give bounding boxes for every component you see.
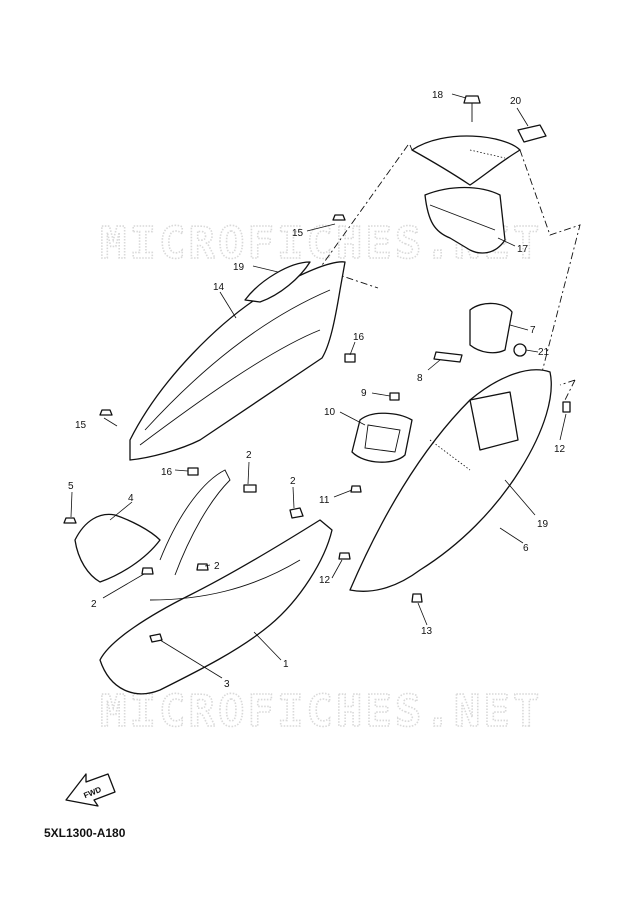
callout-20: 20 <box>510 96 522 107</box>
callout-2-a: 2 <box>246 450 252 461</box>
callout-17: 17 <box>517 244 529 255</box>
callout-5: 5 <box>68 481 74 492</box>
fwd-arrow-icon: FWD <box>65 773 116 807</box>
callout-2-d: 2 <box>91 599 97 610</box>
callout-1: 1 <box>283 659 289 670</box>
part-6-right-side-cover <box>349 369 552 592</box>
diagram-code: 5XL1300-A180 <box>44 826 126 840</box>
callout-12-right: 12 <box>554 444 566 455</box>
part-19-decal-left <box>244 261 311 303</box>
callout-19-left: 19 <box>233 262 245 273</box>
assembly-lines <box>317 144 581 401</box>
callout-8: 8 <box>417 373 423 384</box>
callout-19-right: 19 <box>537 519 549 530</box>
watermark-bottom: MICROFICHES.NET <box>100 686 542 737</box>
part-1-floor-frame <box>99 469 333 695</box>
part-10-handle-frame <box>351 412 413 463</box>
callout-2-b: 2 <box>290 476 296 487</box>
callout-7: 7 <box>530 325 536 336</box>
part-21-cap <box>513 343 527 357</box>
callout-16-left: 16 <box>161 467 173 478</box>
leader-lines <box>70 93 567 679</box>
callouts: 18 20 17 15 19 14 16 7 21 8 9 10 11 15 1… <box>68 90 566 690</box>
part-20-emblem <box>517 124 547 143</box>
callout-4: 4 <box>128 493 134 504</box>
callout-15-left: 15 <box>75 420 87 431</box>
callout-18: 18 <box>432 90 444 101</box>
callout-13: 13 <box>421 626 433 637</box>
callout-16-right: 16 <box>353 332 365 343</box>
callout-9: 9 <box>361 388 367 399</box>
callout-14: 14 <box>213 282 225 293</box>
callout-15-top: 15 <box>292 228 304 239</box>
callout-3: 3 <box>224 679 230 690</box>
part-14-left-side-cover <box>129 261 346 461</box>
callout-11: 11 <box>319 495 330 506</box>
callout-2-c: 2 <box>214 561 220 572</box>
part-8-bracket <box>433 351 463 363</box>
part-17-rear-top-cover <box>411 135 521 254</box>
callout-12-left: 12 <box>319 575 331 586</box>
callout-21: 21 <box>538 347 550 358</box>
part-7-lid <box>469 302 513 354</box>
part-18-screw <box>463 95 481 122</box>
callout-10: 10 <box>324 407 336 418</box>
part-4-side-lid <box>74 513 161 583</box>
callout-6: 6 <box>523 543 529 554</box>
